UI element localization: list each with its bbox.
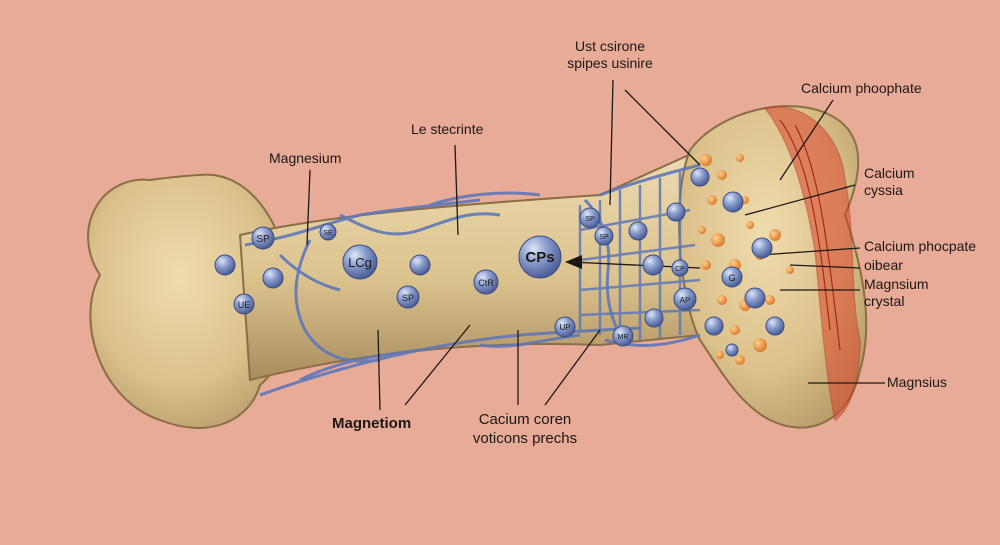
sphere-text-se: SE <box>323 230 333 237</box>
sphere-text-sp-mesh2: SP <box>599 234 609 241</box>
sphere-text-mr: MR <box>618 334 629 341</box>
sphere-text-ctr: CtR <box>478 278 494 288</box>
label-magnetiom: Magnetiom <box>332 414 411 433</box>
label-calcium-phosphate: Calcium phoophate <box>801 80 922 97</box>
label-top-center-line2: spipes usinire <box>545 55 675 72</box>
label-magnesium-crystal-line2: crystal <box>864 293 929 310</box>
label-cacium-coren: Cacium coren voticons prechs <box>460 410 590 448</box>
sphere-text-sp: SP <box>256 234 270 245</box>
label-calcium-cyssia-line2: cyssia <box>864 182 915 199</box>
label-cacium-coren-line2: voticons prechs <box>460 429 590 448</box>
label-oibear: oibear <box>864 257 903 274</box>
sphere-text-g: G <box>728 273 735 283</box>
label-magnesium-crystal: Magnsium crystal <box>864 276 929 310</box>
label-magnesium-left: Magnesium <box>269 150 341 167</box>
sphere-text-up: UP <box>559 323 570 332</box>
sphere-text-ap: AP <box>680 296 691 305</box>
label-calcium-phocpate: Calcium phocpate <box>864 238 976 255</box>
label-calcium-cyssia: Calcium cyssia <box>864 165 915 199</box>
label-magnesium-crystal-line1: Magnsium <box>864 276 929 293</box>
sphere-text-sp2: SP <box>402 293 414 303</box>
sphere-text-ue: UE <box>238 300 251 310</box>
label-top-center-line1: Ust csirone <box>545 38 675 55</box>
label-le-stecrinte: Le stecrinte <box>411 121 483 138</box>
sphere-text-lcg: LCg <box>348 255 372 270</box>
label-calcium-cyssia-line1: Calcium <box>864 165 915 182</box>
label-cacium-coren-line1: Cacium coren <box>460 410 590 429</box>
sphere-text-cp: CP <box>675 266 685 273</box>
label-magnsius: Magnsius <box>887 374 947 391</box>
sphere-text-sp-mesh: SP <box>585 216 595 223</box>
sphere-text-cps: CPs <box>525 249 554 266</box>
label-top-center: Ust csirone spipes usinire <box>545 38 675 72</box>
